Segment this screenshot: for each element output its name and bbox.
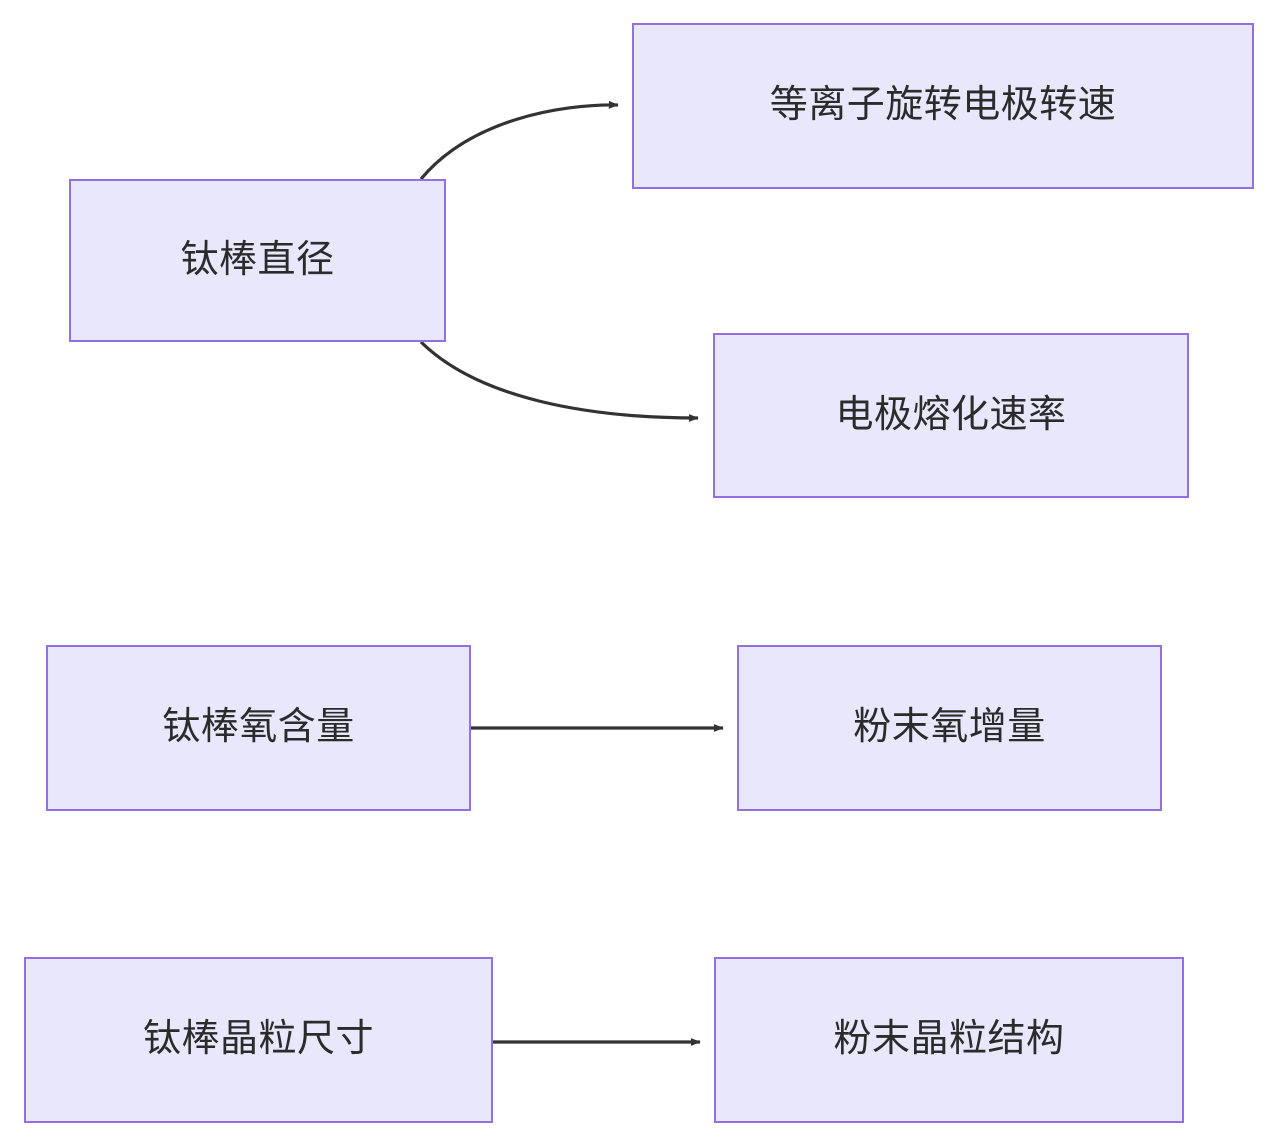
node-label: 钛棒晶粒尺寸: [142, 1018, 374, 1061]
node-rod-oxygen[interactable]: 钛棒氧含量: [46, 645, 471, 811]
edge-rod-diameter-to-plasma-speed: [419, 100, 619, 181]
node-label: 电极熔化速率: [835, 393, 1067, 436]
node-label: 粉末氧增量: [853, 706, 1046, 749]
node-rod-grain-size[interactable]: 钛棒晶粒尺寸: [24, 957, 493, 1123]
edge-rod-diameter-to-melt-rate: [419, 340, 699, 422]
node-plasma-speed[interactable]: 等离子旋转电极转速: [632, 23, 1254, 189]
node-label: 钛棒氧含量: [162, 706, 355, 749]
node-powder-grain[interactable]: 粉末晶粒结构: [714, 957, 1184, 1123]
node-label: 等离子旋转电极转速: [769, 84, 1117, 127]
node-powder-oxygen[interactable]: 粉末氧增量: [737, 645, 1162, 811]
node-melt-rate[interactable]: 电极熔化速率: [713, 333, 1189, 498]
node-rod-diameter[interactable]: 钛棒直径: [69, 179, 446, 342]
node-label: 钛棒直径: [180, 238, 335, 281]
node-label: 粉末晶粒结构: [833, 1018, 1065, 1061]
